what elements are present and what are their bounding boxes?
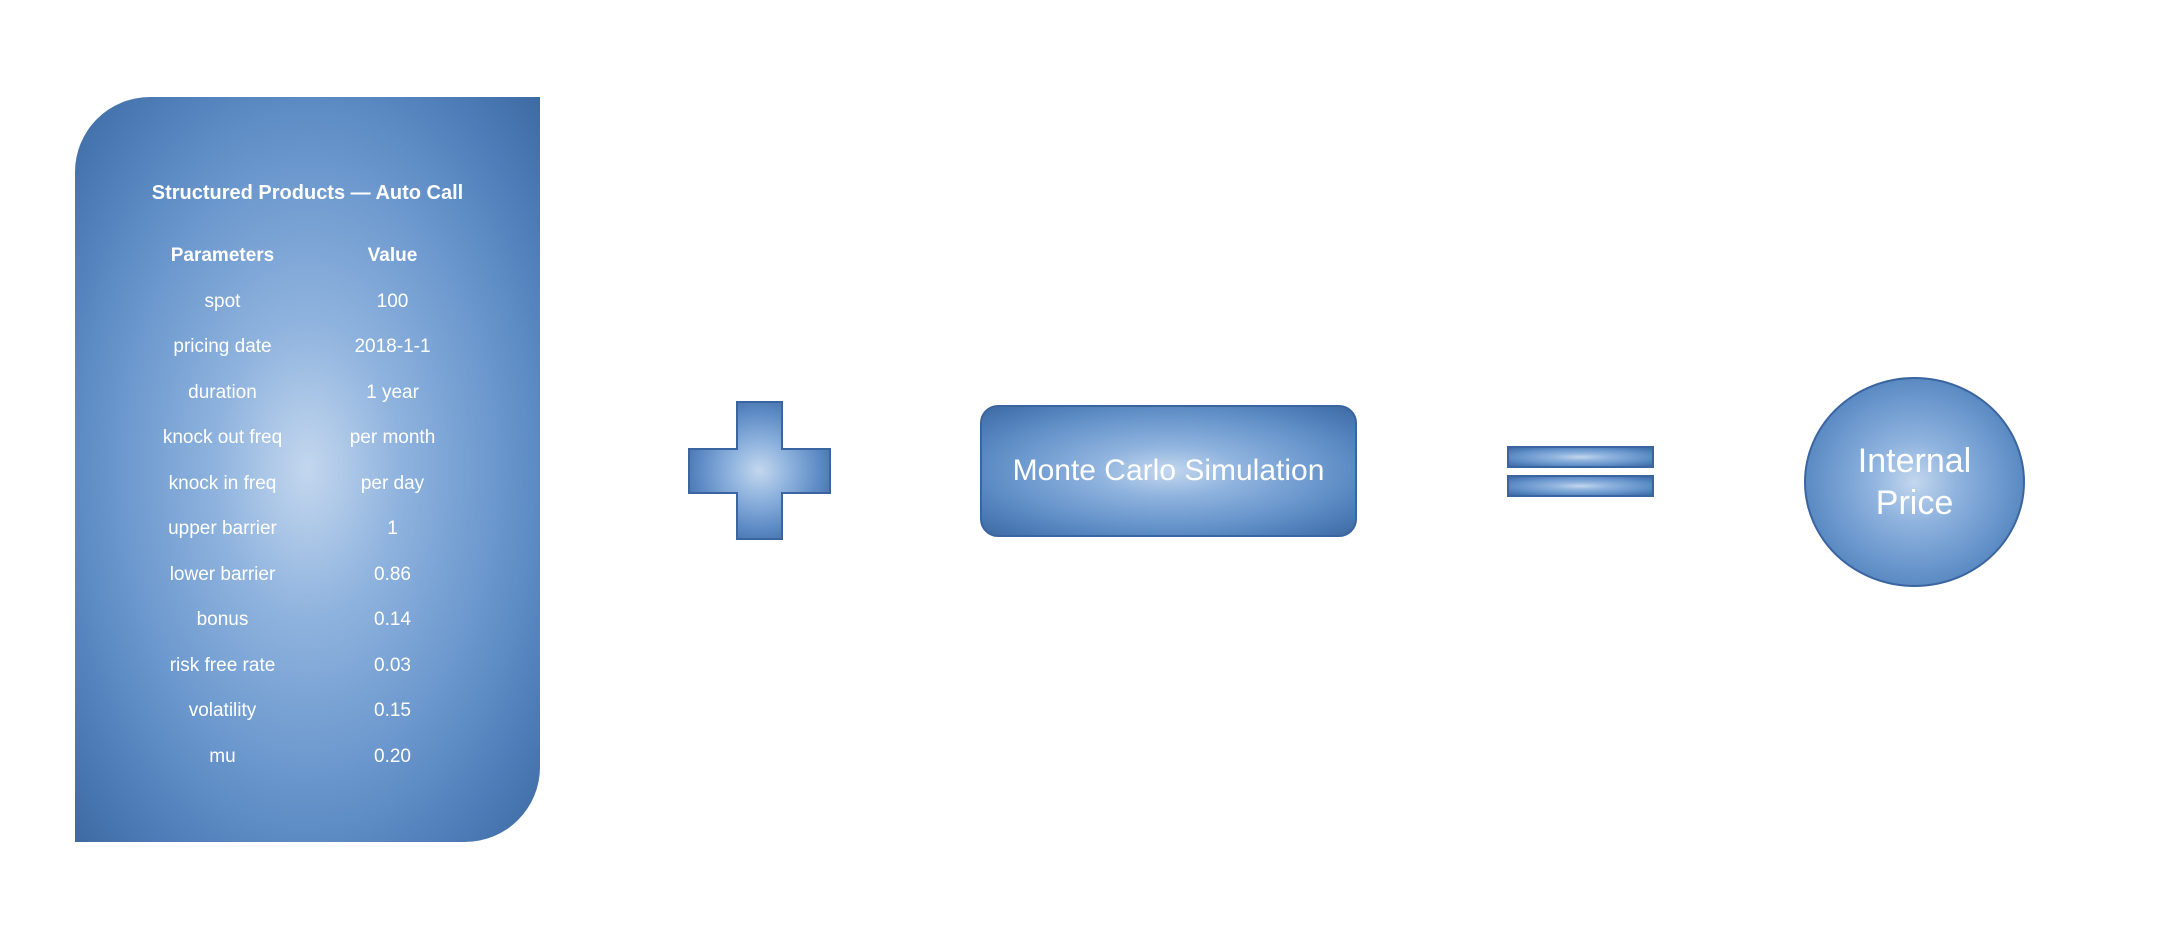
param-name: pricing date bbox=[173, 336, 272, 358]
result-line-1: Internal bbox=[1857, 441, 1972, 480]
header-parameters: Parameters bbox=[170, 245, 275, 266]
table-row: volatility 0.15 bbox=[136, 689, 476, 735]
param-value: 0.86 bbox=[374, 563, 411, 585]
table-row: bonus 0.14 bbox=[136, 598, 476, 644]
table-row: pricing date 2018-1-1 bbox=[136, 325, 476, 371]
param-value: 1 year bbox=[366, 381, 419, 403]
table-row: knock out freq per month bbox=[136, 416, 476, 462]
equals-bar-bottom bbox=[1507, 475, 1654, 497]
table-row: duration 1 year bbox=[136, 370, 476, 416]
table-row: risk free rate 0.03 bbox=[136, 643, 476, 689]
table-row: spot 100 bbox=[136, 279, 476, 325]
table-row: lower barrier 0.86 bbox=[136, 552, 476, 598]
param-value: 0.03 bbox=[374, 654, 411, 676]
result-line-2: Price bbox=[1875, 484, 1954, 522]
param-value: 100 bbox=[376, 290, 409, 312]
param-value: 0.15 bbox=[374, 700, 411, 722]
equals-bar-top bbox=[1507, 446, 1654, 468]
card-title: Structured Products — Auto Call bbox=[151, 182, 464, 204]
parameters-card: Structured Products — Auto Call Paramete… bbox=[75, 97, 540, 842]
table-header-row: Parameters Value bbox=[136, 233, 476, 279]
internal-price-circle: Internal Price bbox=[1804, 377, 2025, 587]
header-value: Value bbox=[367, 245, 418, 266]
param-name: mu bbox=[209, 745, 236, 767]
param-name: knock in freq bbox=[168, 472, 277, 494]
param-name: lower barrier bbox=[169, 563, 276, 585]
param-name: knock out freq bbox=[162, 427, 283, 449]
param-name: upper barrier bbox=[168, 518, 277, 540]
table-row: mu 0.20 bbox=[136, 734, 476, 780]
param-value: 1 bbox=[387, 518, 398, 540]
table-row: upper barrier 1 bbox=[136, 507, 476, 553]
param-name: duration bbox=[188, 381, 257, 403]
parameters-table: Parameters Value spot 100 pricing date 2… bbox=[136, 233, 476, 780]
param-name: volatility bbox=[188, 700, 257, 722]
plus-icon bbox=[688, 401, 831, 540]
param-value: per month bbox=[349, 427, 436, 449]
param-name: bonus bbox=[196, 609, 249, 631]
table-row: knock in freq per day bbox=[136, 461, 476, 507]
param-name: risk free rate bbox=[169, 654, 276, 676]
param-value: 2018-1-1 bbox=[354, 336, 431, 358]
monte-carlo-box: Monte Carlo Simulation bbox=[980, 405, 1357, 537]
monte-carlo-label: Monte Carlo Simulation bbox=[1012, 454, 1325, 487]
param-value: per day bbox=[360, 472, 425, 494]
param-value: 0.20 bbox=[374, 745, 411, 767]
param-name: spot bbox=[204, 290, 241, 312]
param-value: 0.14 bbox=[374, 609, 411, 631]
